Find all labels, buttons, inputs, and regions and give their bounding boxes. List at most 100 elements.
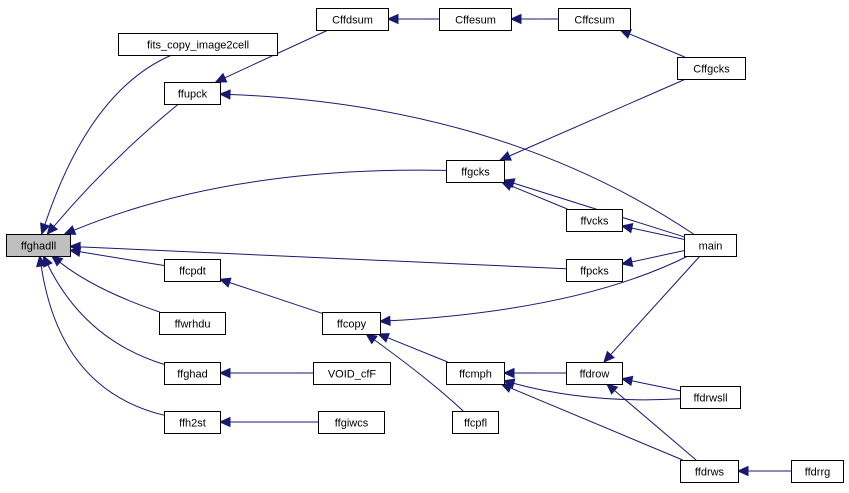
- node-box: [684, 234, 737, 257]
- node-label: Cffesum: [455, 15, 496, 27]
- arrowhead-icon: [63, 225, 77, 235]
- node-box: [566, 259, 623, 282]
- arrowhead-icon: [46, 222, 59, 235]
- node-label: ffdrwsll: [693, 393, 727, 405]
- edge-Cffgcks-to-ffgcks: [499, 78, 687, 161]
- node-box: [446, 160, 505, 183]
- edge-line: [79, 251, 165, 266]
- arrowhead-icon: [218, 89, 231, 100]
- edge-ffdrws-to-ffcmph: [500, 383, 683, 461]
- node-ffdrwsll[interactable]: ffdrwsll: [680, 386, 741, 409]
- graph-edges: [36, 13, 791, 477]
- arrowhead-icon: [218, 277, 232, 288]
- node-cffcsum[interactable]: Cffcsum: [558, 8, 631, 31]
- node-main[interactable]: main: [684, 234, 737, 257]
- node-box: [558, 8, 631, 31]
- node-ffdrws[interactable]: ffdrws: [680, 460, 739, 483]
- node-box: [164, 411, 221, 434]
- node-label: ffcpfl: [464, 418, 487, 430]
- node-ffcmph[interactable]: ffcmph: [446, 362, 505, 385]
- edge-main-to-ffvcks: [620, 223, 685, 240]
- node-fits-copy-image2cell[interactable]: fits_copy_image2cell: [118, 33, 278, 56]
- arrowhead-icon: [603, 350, 615, 363]
- node-label: main: [699, 241, 723, 253]
- edge-ffpcks-to-ffghadll: [68, 241, 567, 270]
- edge-Cffcsum-to-Cffesum: [509, 13, 558, 25]
- edge-line: [53, 103, 179, 227]
- node-label: ffcpdt: [179, 266, 206, 278]
- edge-ffgiwcs-to-ffh2st: [218, 416, 318, 428]
- node-ffupck[interactable]: ffupck: [164, 82, 221, 105]
- node-box: [164, 82, 221, 105]
- node-label: ffwrhdu: [175, 319, 211, 331]
- edge-VOID_cfF-to-ffghad: [218, 367, 313, 379]
- edge-ffdrws-to-ffdrow: [605, 383, 697, 461]
- node-ffcopy[interactable]: ffcopy: [322, 312, 381, 335]
- node-label: ffvcks: [581, 216, 609, 228]
- node-box: [791, 460, 844, 483]
- arrowhead-icon: [502, 367, 515, 379]
- edge-line: [513, 382, 681, 401]
- arrowhead-icon: [36, 254, 47, 268]
- arrowhead-icon: [386, 13, 399, 25]
- edge-line: [44, 54, 172, 225]
- node-box: [322, 312, 381, 335]
- edge-ffcpdt-to-ffghadll: [68, 246, 165, 266]
- edge-ffh2st-to-ffghadll: [36, 254, 165, 416]
- node-box: [566, 209, 623, 232]
- node-ffcpfl[interactable]: ffcpfl: [452, 411, 499, 434]
- node-ffcpdt[interactable]: ffcpdt: [164, 259, 221, 282]
- arrowhead-icon: [500, 383, 513, 393]
- arrowhead-icon: [218, 416, 231, 428]
- arrowhead-icon: [214, 72, 228, 83]
- node-void-cff[interactable]: VOID_cfF: [313, 362, 391, 385]
- edge-line: [631, 227, 685, 240]
- node-label: VOID_cfF: [328, 369, 377, 381]
- node-ffgiwcs[interactable]: ffgiwcs: [318, 411, 385, 434]
- edge-main-to-ffpcks: [620, 250, 685, 267]
- edge-line: [610, 255, 701, 355]
- node-ffdrrg[interactable]: ffdrrg: [791, 460, 844, 483]
- node-ffwrhdu[interactable]: ffwrhdu: [159, 312, 226, 335]
- edge-line: [374, 339, 464, 412]
- arrowhead-icon: [50, 255, 64, 267]
- node-label: ffh2st: [179, 418, 206, 430]
- node-label: ffcmph: [459, 369, 492, 381]
- node-ffdrow[interactable]: ffdrow: [566, 362, 623, 385]
- edge-line: [614, 390, 697, 461]
- node-ffpcks[interactable]: ffpcks: [566, 259, 623, 282]
- node-ffvcks[interactable]: ffvcks: [566, 209, 623, 232]
- node-label: Cffgcks: [693, 64, 730, 76]
- node-label: ffghad: [177, 369, 207, 381]
- edge-line: [40, 265, 165, 416]
- node-box: [677, 57, 746, 80]
- arrowhead-icon: [509, 13, 522, 25]
- edge-line: [73, 169, 447, 231]
- edge-line: [387, 337, 448, 363]
- node-box: [452, 411, 499, 434]
- node-cffesum[interactable]: Cffesum: [439, 8, 512, 31]
- edge-Cffesum-to-Cffdsum: [386, 13, 439, 25]
- edge-line: [510, 387, 683, 461]
- edge-line: [510, 185, 568, 210]
- edge-Cffgcks-to-Cffcsum: [619, 29, 685, 58]
- edge-main-to-ffupck: [218, 89, 694, 235]
- node-cffdsum[interactable]: Cffdsum: [316, 8, 389, 31]
- node-box: [164, 362, 221, 385]
- node-ffh2st[interactable]: ffh2st: [164, 411, 221, 434]
- node-box: [313, 362, 391, 385]
- arrowhead-icon: [378, 315, 391, 327]
- edge-ffcmph-to-ffcopy: [377, 333, 448, 363]
- node-ffghadll[interactable]: ffghadll: [6, 234, 71, 257]
- node-cffgcks[interactable]: Cffgcks: [677, 57, 746, 80]
- arrowhead-icon: [620, 256, 634, 267]
- node-ffghad[interactable]: ffghad: [164, 362, 221, 385]
- node-box: [680, 460, 739, 483]
- arrowhead-icon: [40, 222, 50, 236]
- node-label: ffgcks: [461, 167, 490, 179]
- edge-ffwrhdu-to-ffghadll: [50, 255, 160, 313]
- arrowhead-icon: [620, 223, 634, 234]
- node-box: [680, 386, 741, 409]
- node-ffgcks[interactable]: ffgcks: [446, 160, 505, 183]
